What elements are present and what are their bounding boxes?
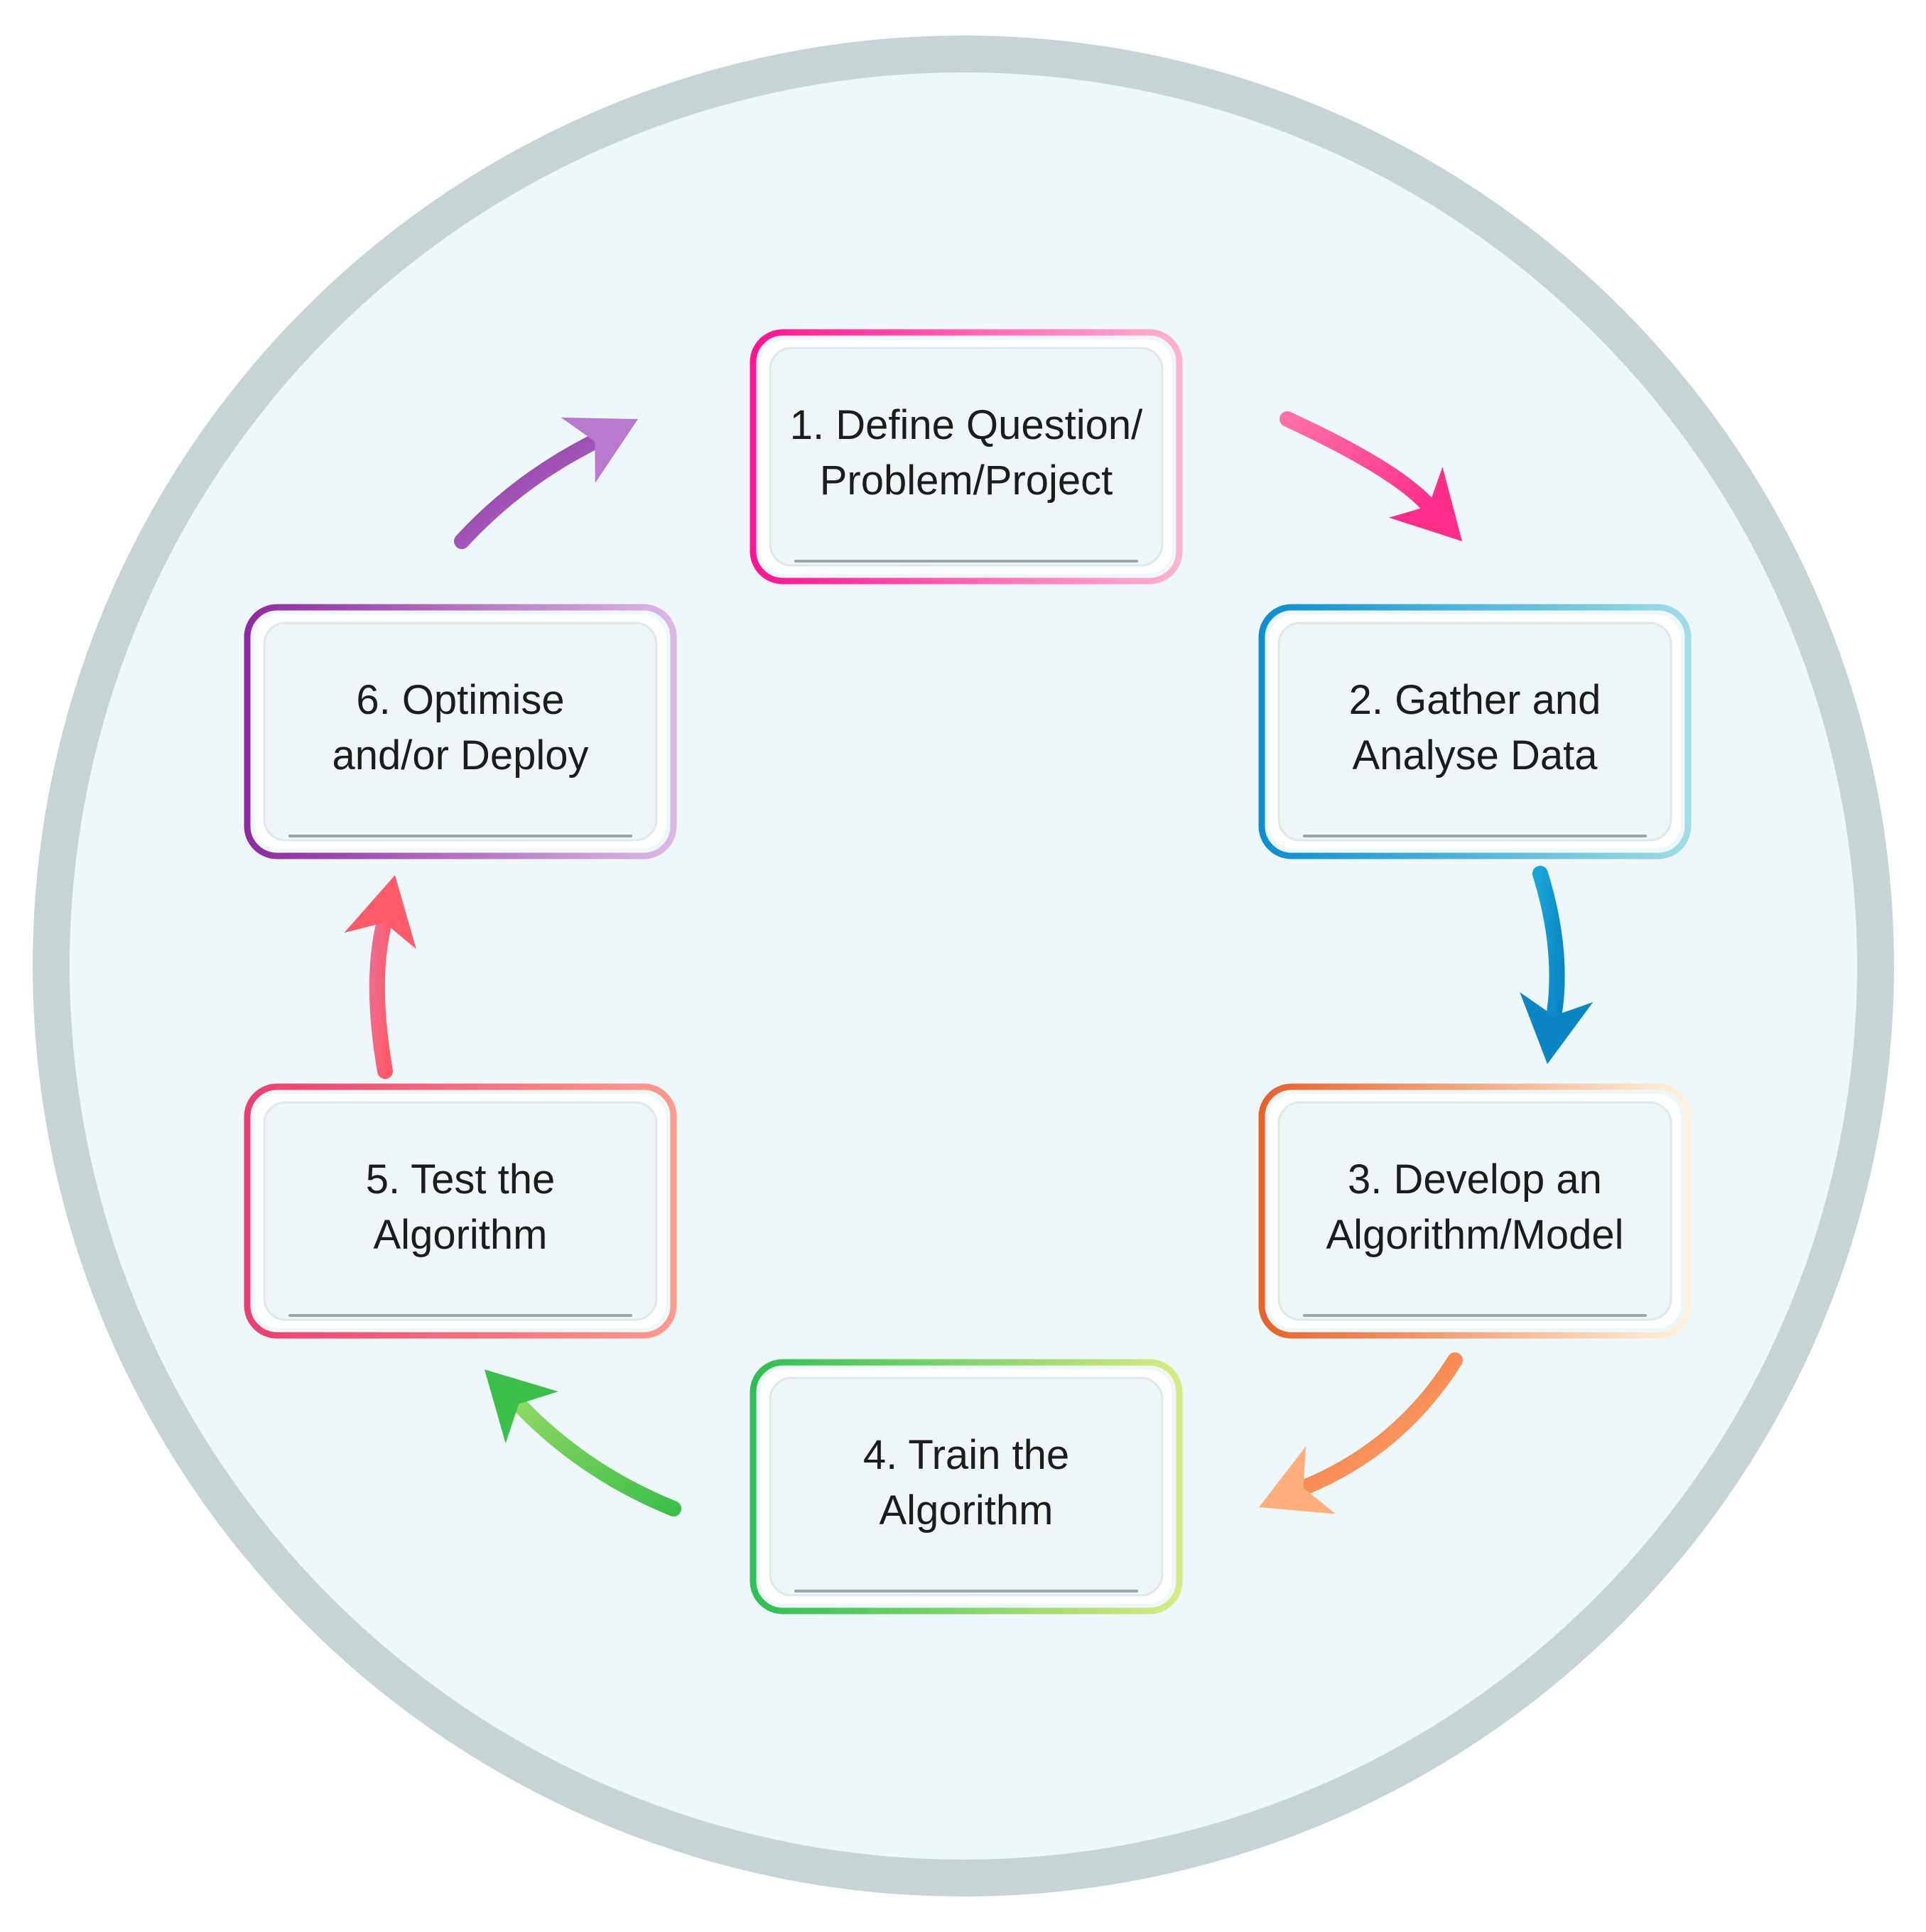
arrow-develop-to-train: [1259, 1352, 1463, 1514]
step-label-line2: Algorithm: [880, 1487, 1054, 1534]
arrow-test-to-optimise: [344, 875, 416, 1079]
step-box-develop: 3. Develop an Algorithm/Model: [1258, 1083, 1692, 1339]
step-label-line1: 4. Train the: [863, 1432, 1069, 1478]
step-panel: [769, 347, 1164, 567]
boxes-layer: 1. Define Question/Problem/Project 2. Gat…: [244, 329, 1692, 1614]
step-panel: [263, 1101, 658, 1321]
step-frame: [750, 1359, 1183, 1614]
step-label-line2: Algorithm/Model: [1326, 1212, 1623, 1258]
arrow-head: [561, 417, 638, 483]
step-label-line1: 5. Test the: [366, 1156, 556, 1203]
step-frame: [1258, 604, 1692, 859]
step-box-optimise: 6. Optimise and/or Deploy: [244, 604, 677, 859]
arrow-shaft: [1294, 1352, 1463, 1497]
step-label-line2: Algorithm: [374, 1212, 548, 1258]
step-frame: [244, 1083, 677, 1339]
arrow-head: [1520, 992, 1594, 1064]
step-label-line1: 6. Optimise: [356, 677, 564, 723]
arrow-shaft: [454, 433, 605, 549]
step-label-line1: 3. Develop an: [1348, 1156, 1602, 1203]
step-label-line2: and/or Deploy: [332, 732, 588, 778]
arrow-define-to-gather: [1280, 411, 1462, 541]
arrow-head: [344, 875, 416, 950]
step-panel: [1277, 1101, 1672, 1321]
arrow-optimise-to-define: [454, 417, 638, 549]
step-box-define: 1. Define Question/Problem/Project: [750, 329, 1183, 585]
arrow-shaft: [1280, 411, 1438, 515]
step-frame: [244, 604, 677, 859]
arrow-gather-to-develop: [1520, 866, 1594, 1064]
step-label-line1: 2. Gather and: [1349, 677, 1601, 723]
step-panel: [263, 622, 658, 842]
arrow-shaft: [369, 913, 393, 1079]
arrow-shaft: [509, 1395, 681, 1516]
step-label-line2: Analyse Data: [1353, 732, 1598, 778]
arrow-head: [1388, 467, 1462, 541]
step-label-line2: Problem/Project: [820, 457, 1113, 504]
arrow-train-to-test: [485, 1369, 681, 1516]
arrow-shaft: [1532, 866, 1565, 1026]
arrow-head: [1259, 1446, 1336, 1514]
arrows-layer: [344, 411, 1594, 1516]
arrow-head: [485, 1369, 558, 1444]
step-panel: [769, 1377, 1164, 1597]
step-frame: [750, 329, 1183, 585]
step-label-line1: 1. Define Question/: [790, 402, 1143, 448]
step-frame: [1258, 1083, 1692, 1339]
step-panel: [1277, 622, 1672, 842]
